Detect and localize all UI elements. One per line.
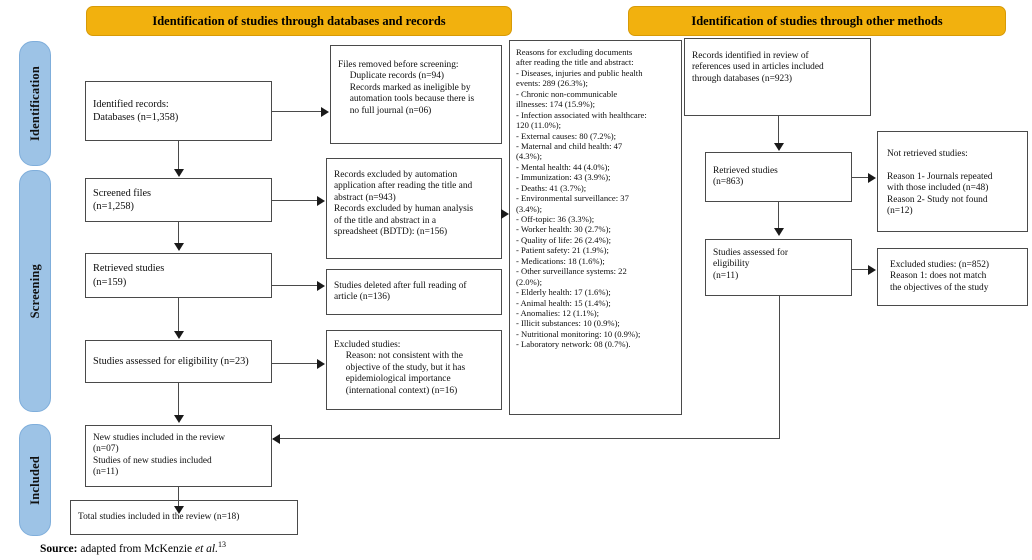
- connector-retrieved-to-deleted: [272, 285, 318, 287]
- connector-refsidentified-to-retrievedright: [778, 116, 780, 144]
- box-reasons-for-excluding-text: Reasons for excluding documents after re…: [516, 47, 647, 350]
- arrowhead-identified-to-screened: [174, 169, 184, 177]
- arrowhead-refsidentified-to-retrievedright: [774, 143, 784, 151]
- connector-screened-to-retrieved: [178, 222, 180, 244]
- connector-retrievedright-to-assessedright: [778, 202, 780, 229]
- connector-assessedright-down-to-included: [779, 296, 781, 439]
- box-new-studies-included-text: New studies included in the review (n=07…: [93, 433, 225, 478]
- connector-assessedright-left-to-included: [273, 438, 780, 440]
- source-italic: et al.: [195, 542, 218, 555]
- connector-screened-to-recordsexcluded: [272, 200, 318, 202]
- box-excluded-studies-right-text: Excluded studies: (n=852) Reason 1: does…: [890, 259, 990, 293]
- connector-assessedright-to-excludedright: [852, 269, 869, 271]
- arrowhead-screened-to-recordsexcluded: [317, 196, 325, 206]
- banner-other-methods: Identification of studies through other …: [628, 6, 1006, 36]
- box-records-excluded-text: Records excluded by automation applicati…: [334, 170, 474, 238]
- box-files-removed-text: Files removed before screening: Duplicat…: [338, 60, 475, 116]
- arrowhead-into-newstudies: [272, 434, 280, 444]
- phase-screening: Screening: [19, 170, 51, 412]
- arrowhead-retrievedright-to-assessedright: [774, 228, 784, 236]
- box-not-retrieved-studies: Not retrieved studies: Reason 1- Journal…: [877, 131, 1028, 232]
- box-assessed-eligibility-right: Studies assessed for eligibility (n=11): [705, 239, 852, 296]
- box-not-retrieved-studies-text: Not retrieved studies: Reason 1- Journal…: [887, 149, 993, 217]
- arrowhead-retrieved-to-assessed: [174, 331, 184, 339]
- source-caption: Source: adapted from McKenzie et al.13: [40, 540, 226, 555]
- connector-newstudies-to-total: [178, 487, 180, 508]
- box-assessed-eligibility-left-text: Studies assessed for eligibility (n=23): [93, 355, 249, 367]
- source-label: Source:: [40, 542, 78, 555]
- arrowhead-retrieved-to-deleted: [317, 281, 325, 291]
- arrowhead-newstudies-to-total: [174, 506, 184, 514]
- connector-assessed-to-newstudies: [178, 383, 180, 416]
- box-new-studies-included: New studies included in the review (n=07…: [85, 425, 272, 487]
- box-total-studies-included: Total studies included in the review (n=…: [70, 500, 298, 535]
- phase-identification: Identification: [19, 41, 51, 166]
- phase-identification-label: Identification: [27, 65, 42, 142]
- phase-included-label: Included: [27, 455, 42, 505]
- box-screened-files-text: Screened files (n=1,258): [93, 187, 152, 212]
- connector-assessed-to-excluded: [272, 363, 318, 365]
- arrowhead-retrievedright-to-notretrieved: [868, 173, 876, 183]
- box-identified-records: Identified records: Databases (n=1,358): [85, 81, 272, 141]
- banner-databases-label: Identification of studies through databa…: [152, 13, 446, 28]
- banner-databases-records: Identification of studies through databa…: [86, 6, 512, 36]
- box-retrieved-studies-right-text: Retrieved studies (n=863): [713, 165, 778, 187]
- arrowhead-assessed-to-excluded: [317, 359, 325, 369]
- arrowhead-screened-to-retrieved: [174, 243, 184, 251]
- arrowhead-recordsexcluded-to-reasons: [501, 209, 509, 219]
- banner-other-methods-label: Identification of studies through other …: [691, 13, 943, 28]
- box-records-identified-references-text: Records identified in review of referenc…: [692, 51, 824, 84]
- connector-retrievedright-to-notretrieved: [852, 177, 869, 179]
- box-retrieved-studies-right: Retrieved studies (n=863): [705, 152, 852, 202]
- connector-identified-to-filesremoved: [272, 111, 322, 113]
- connector-retrieved-to-assessed: [178, 298, 180, 332]
- arrowhead-assessedright-to-excludedright: [868, 265, 876, 275]
- box-reasons-for-excluding: Reasons for excluding documents after re…: [509, 40, 682, 415]
- box-retrieved-studies-left: Retrieved studies (n=159): [85, 253, 272, 298]
- box-studies-deleted-text: Studies deleted after full reading of ar…: [334, 280, 467, 302]
- box-excluded-studies-right: Excluded studies: (n=852) Reason 1: does…: [877, 248, 1028, 306]
- connector-identified-to-screened: [178, 141, 180, 170]
- box-records-identified-references: Records identified in review of referenc…: [684, 38, 871, 116]
- box-screened-files: Screened files (n=1,258): [85, 178, 272, 222]
- box-identified-records-text: Identified records: Databases (n=1,358): [93, 98, 179, 123]
- phase-screening-label: Screening: [27, 263, 42, 319]
- box-retrieved-studies-left-text: Retrieved studies (n=159): [93, 263, 165, 288]
- box-records-excluded: Records excluded by automation applicati…: [326, 158, 502, 259]
- phase-included: Included: [19, 424, 51, 536]
- arrowhead-assessed-to-newstudies: [174, 415, 184, 423]
- box-excluded-studies-left-text: Excluded studies: Reason: not consistent…: [334, 340, 466, 396]
- box-files-removed: Files removed before screening: Duplicat…: [330, 45, 502, 144]
- box-total-studies-included-text: Total studies included in the review (n=…: [78, 511, 240, 522]
- source-superscript: 13: [218, 540, 226, 549]
- box-assessed-eligibility-right-text: Studies assessed for eligibility (n=11): [713, 248, 788, 281]
- box-studies-deleted: Studies deleted after full reading of ar…: [326, 269, 502, 315]
- source-text: adapted from McKenzie: [77, 542, 195, 555]
- box-assessed-eligibility-left: Studies assessed for eligibility (n=23): [85, 340, 272, 383]
- box-excluded-studies-left: Excluded studies: Reason: not consistent…: [326, 330, 502, 410]
- arrowhead-identified-to-filesremoved: [321, 107, 329, 117]
